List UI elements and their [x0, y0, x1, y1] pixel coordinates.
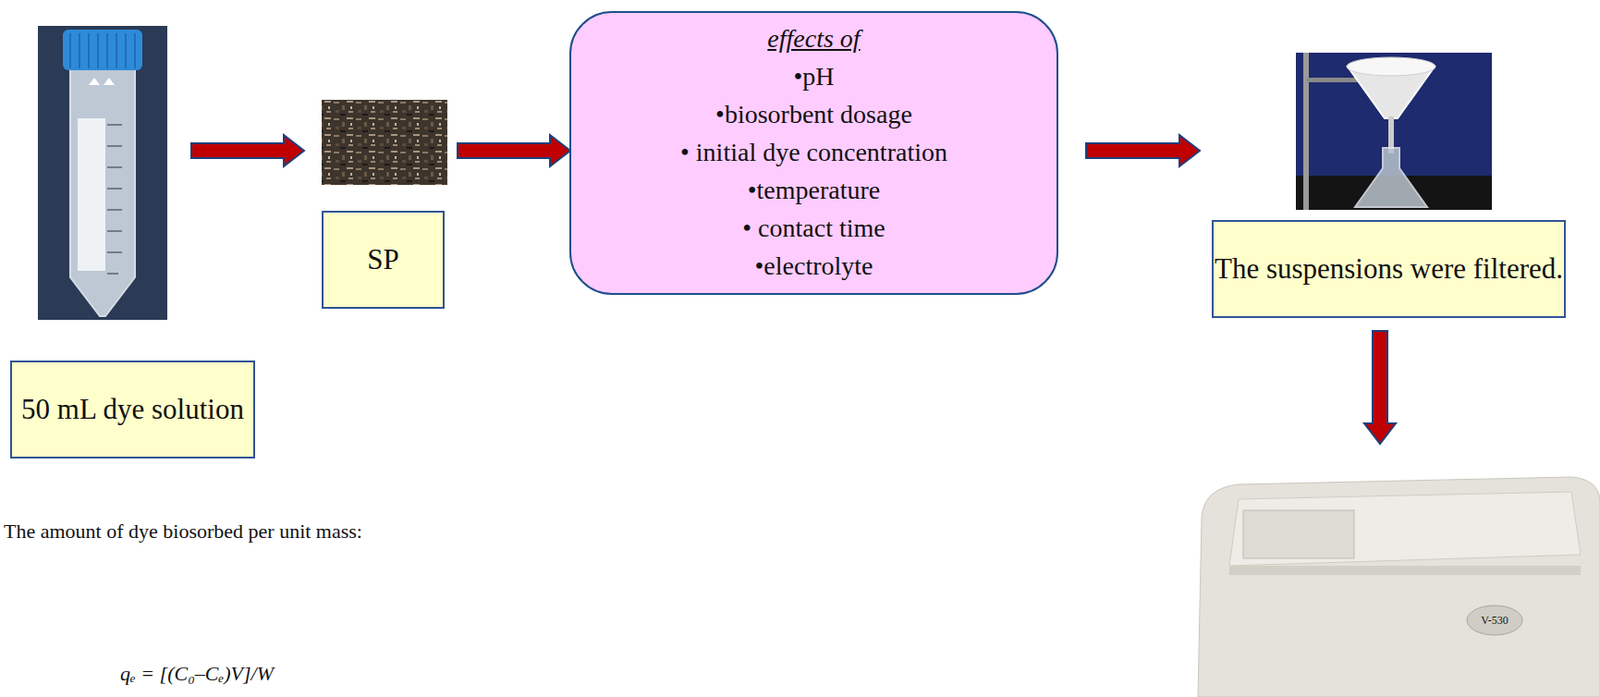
text-group: 50 mL dye solution [21, 390, 245, 428]
box-text: •temperature [747, 171, 881, 210]
box-text: •electrolyte [755, 247, 874, 286]
box-heading: The suspensions were filtered. [1214, 250, 1564, 288]
tube-photo [37, 25, 168, 320]
box-text: •pH [793, 58, 834, 97]
box-heading: effects of [767, 20, 860, 59]
text-group: effects of•pH•biosorbent dosage• initial… [680, 20, 948, 285]
box-heading: 50 mL dye solution [21, 390, 245, 428]
spectrophotometer-photo [1183, 458, 1600, 697]
formula-caption: The amount of dye biosorbed per unit mas… [3, 519, 363, 544]
box-text: • initial dye concentration [680, 134, 948, 172]
box-heading: SP [366, 241, 399, 279]
filtration-box: The suspensions were filtered. [1211, 219, 1566, 318]
text-group: SP [366, 241, 399, 279]
box-text: • contact time [742, 209, 885, 248]
sample-box: 50 mL dye solution [10, 360, 256, 459]
text-group: The suspensions were filtered. [1214, 250, 1564, 288]
instrument-badge: V-530 [1480, 613, 1509, 628]
parameter-box: effects of•pH•biosorbent dosage• initial… [569, 11, 1059, 295]
filtration-photo [1295, 52, 1492, 210]
formula: qₑ = [(C₀–Cₑ)V]/W [120, 661, 274, 686]
biosorbent-photo [321, 99, 448, 185]
box-text: •biosorbent dosage [715, 96, 913, 135]
biosorbent-box: SP [321, 210, 445, 309]
